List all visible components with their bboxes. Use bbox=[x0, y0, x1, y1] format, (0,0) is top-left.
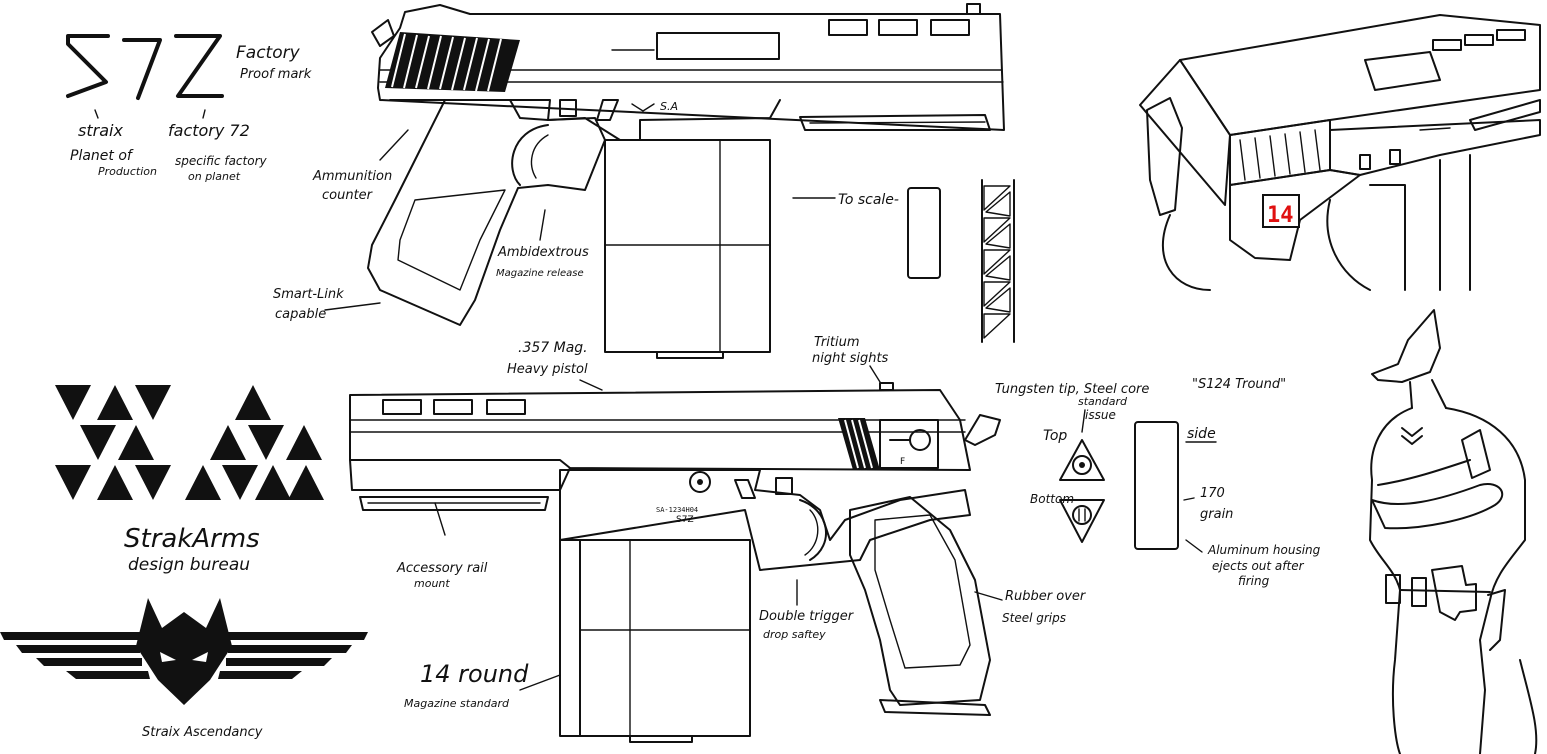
round-side-view bbox=[1134, 421, 1179, 550]
ammo-counter-value: 14 bbox=[1267, 203, 1294, 228]
callout-ammo-line2: counter bbox=[322, 188, 374, 203]
proof-mark-title-line2: Proof mark bbox=[240, 67, 312, 82]
wolf-wing-emblem bbox=[0, 598, 368, 705]
pistol-right-view: F SA-1234H04 S7Z bbox=[349, 382, 1001, 743]
round-grain-line2: grain bbox=[1200, 507, 1233, 522]
round-top-label: Top bbox=[1043, 428, 1067, 444]
ammo-counter-display bbox=[1262, 194, 1300, 228]
callout-trigger-line1: Double trigger bbox=[759, 609, 855, 624]
callout-rubber-line2: Steel grips bbox=[1002, 611, 1066, 625]
slide-serrations bbox=[385, 32, 520, 92]
proof-mark-group: Factory Proof mark straix factory 72 Pla… bbox=[66, 34, 312, 183]
safety-mark: F bbox=[900, 457, 905, 467]
specific-label-line1: specific factory bbox=[175, 154, 268, 168]
callout-smartlink-line2: capable bbox=[275, 307, 326, 322]
callout-ambi-line1: Ambidextrous bbox=[497, 245, 589, 260]
callout-to-scale: To scale- bbox=[838, 192, 899, 208]
round-tip-line2: standard bbox=[1078, 395, 1128, 408]
callout-mag-line1: .357 Mag. bbox=[518, 340, 588, 356]
callout-rubber-line1: Rubber over bbox=[1005, 589, 1087, 604]
planet-label-line2: Production bbox=[98, 165, 157, 178]
factory-label: factory 72 bbox=[168, 121, 250, 140]
round-name: "S124 Tround" bbox=[1192, 377, 1286, 392]
round-top-view bbox=[1059, 439, 1105, 481]
strakarms-triangle-logo bbox=[55, 385, 324, 500]
round-housing-line1: Aluminum housing bbox=[1207, 543, 1321, 557]
emblem-label: Straix Ascendancy bbox=[142, 725, 263, 740]
round-bottom-view bbox=[1059, 499, 1105, 543]
callout-ammo-line1: Ammunition bbox=[312, 169, 392, 184]
bureau-name: StrakArms bbox=[124, 524, 260, 554]
round-housing-line2: ejects out after bbox=[1212, 559, 1305, 573]
callout-round-line1: 14 round bbox=[420, 660, 529, 688]
s7z-logo bbox=[66, 34, 224, 100]
callout-mag-line2: Heavy pistol bbox=[507, 362, 588, 377]
slide-mark: S7Z bbox=[676, 515, 694, 525]
round-housing-line3: firing bbox=[1238, 574, 1270, 588]
round-side-label: side bbox=[1187, 426, 1216, 442]
callout-trigger-line2: drop saftey bbox=[763, 628, 826, 641]
pistol-left-view: S.A bbox=[367, 3, 1005, 359]
round-tip-line3: issue bbox=[1085, 408, 1116, 422]
callout-rail-line1: Accessory rail bbox=[396, 561, 488, 576]
callout-round-line2: Magazine standard bbox=[404, 697, 510, 710]
callout-rail-line2: mount bbox=[414, 577, 450, 590]
bureau-subtitle: design bureau bbox=[128, 555, 250, 575]
callout-tritium-line2: night sights bbox=[812, 351, 889, 366]
round-scale-side bbox=[907, 187, 941, 279]
magazine-strip bbox=[981, 179, 1015, 343]
specific-label-line2: on planet bbox=[188, 170, 241, 183]
round-bottom-label: Bottom bbox=[1030, 492, 1074, 506]
wolf-eyes-icon bbox=[160, 652, 208, 662]
proof-mark-title-line1: Factory bbox=[236, 43, 301, 63]
round-tip-line1: Tungsten tip, Steel core bbox=[995, 382, 1149, 397]
round-detail: Tungsten tip, Steel core standard issue … bbox=[995, 377, 1321, 588]
serial-number: SA-1234H04 bbox=[656, 506, 698, 514]
character-figure bbox=[1369, 309, 1538, 754]
planet-label-line1: Planet of bbox=[70, 148, 134, 164]
frame-mark: S.A bbox=[660, 100, 678, 113]
straix-label: straix bbox=[78, 121, 123, 140]
callout-ambi-line2: Magazine release bbox=[496, 268, 584, 279]
callout-smartlink-line1: Smart-Link bbox=[273, 287, 344, 302]
callout-tritium-line1: Tritium bbox=[814, 335, 860, 350]
pistol-perspective-view: 14 bbox=[1139, 14, 1541, 291]
round-grain-line1: 170 bbox=[1200, 486, 1225, 501]
